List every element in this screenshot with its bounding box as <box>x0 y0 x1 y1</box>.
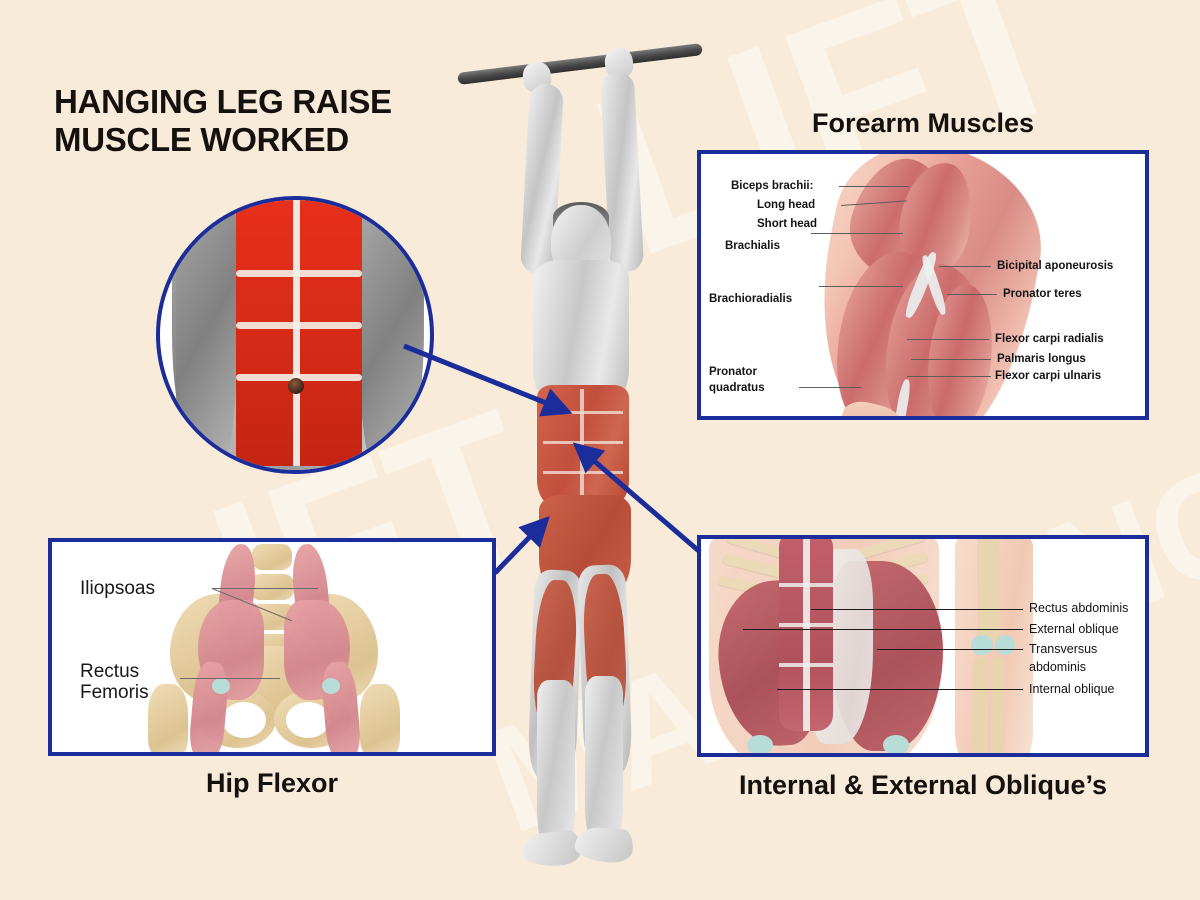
leader-line <box>907 339 989 340</box>
left-shin <box>537 680 575 850</box>
title-line-1: HANGING LEG RAISE <box>54 83 392 120</box>
hip-joint <box>322 678 340 694</box>
elbow-joint <box>971 635 993 655</box>
hip-illustration <box>52 542 492 752</box>
leader-line <box>811 609 1023 611</box>
oblique-panel-caption: Internal & External Oblique’s <box>738 770 1108 800</box>
forearm-panel-caption: Forearm Muscles <box>811 108 1035 138</box>
label-femoris: Femoris <box>80 682 149 703</box>
leader-line <box>799 387 861 388</box>
label-bicipital-aponeurosis: Bicipital aponeurosis <box>997 260 1114 272</box>
label-internal-oblique: Internal oblique <box>1029 682 1115 696</box>
oblique-panel: Rectus abdominis External oblique Transv… <box>697 535 1149 757</box>
right-foot <box>573 826 635 864</box>
leader-line <box>811 233 903 234</box>
title-line-2: MUSCLE WORKED <box>54 120 349 158</box>
label-transversus: Transversus <box>1029 642 1098 656</box>
leader-line <box>819 286 903 287</box>
abs-closeup-circle <box>156 196 434 474</box>
obturator-foramen <box>286 702 330 738</box>
oblique-left-shade <box>172 208 238 458</box>
obturator-foramen <box>222 702 266 738</box>
leader-line <box>939 266 991 267</box>
linea-alba <box>293 200 300 466</box>
label-long-head: Long head <box>757 199 816 211</box>
right-shin <box>585 676 623 846</box>
leader-line <box>777 689 1023 691</box>
label-pronator-teres: Pronator teres <box>1003 288 1082 300</box>
hip-joint <box>212 678 230 694</box>
label-external-oblique: External oblique <box>1029 622 1119 636</box>
label-pronator-quadratus-l1: Pronator <box>709 366 757 378</box>
leader-line <box>947 294 997 295</box>
pull-up-bar <box>457 43 703 85</box>
label-short-head: Short head <box>757 218 818 230</box>
oblique-illustration <box>701 539 1145 753</box>
label-brachioradialis: Brachioradialis <box>709 293 793 305</box>
oblique-right-shade <box>358 208 424 458</box>
label-abdominis: abdominis <box>1029 660 1086 674</box>
left-femur <box>148 684 188 752</box>
pelvis-joint <box>747 735 773 753</box>
leader-line <box>743 629 1023 631</box>
hip-panel-caption: Hip Flexor <box>205 768 339 798</box>
navel <box>288 378 304 394</box>
leader-line <box>839 186 909 187</box>
ulna <box>973 657 988 753</box>
label-iliopsoas: Iliopsoas <box>80 578 155 599</box>
forearm-panel: Biceps brachii: Long head Short head Bra… <box>697 150 1149 420</box>
page-title: HANGING LEG RAISE MUSCLE WORKED <box>54 83 392 158</box>
left-foot <box>521 830 583 868</box>
vertebra <box>252 544 292 570</box>
rectus-abdominis-figure <box>537 385 629 510</box>
pelvis-joint <box>883 735 909 753</box>
label-brachialis: Brachialis <box>725 240 780 252</box>
leader-line <box>180 678 280 680</box>
vertebra <box>250 574 294 600</box>
label-flexor-carpi-ulnaris: Flexor carpi ulnaris <box>995 370 1102 382</box>
label-flexor-carpi-radialis: Flexor carpi radialis <box>995 333 1104 345</box>
leader-line <box>907 376 991 377</box>
label-palmaris-longus: Palmaris longus <box>997 353 1086 365</box>
leader-line <box>877 649 1023 651</box>
elbow-joint <box>995 635 1015 655</box>
linea-alba <box>803 539 810 731</box>
leader-line <box>212 588 318 590</box>
hip-flexor-panel: Iliopsoas Rectus Femoris <box>48 538 496 756</box>
label-rectus: Rectus <box>80 661 140 682</box>
radius <box>991 657 1005 753</box>
humerus <box>977 539 999 643</box>
right-femur <box>360 684 400 752</box>
leader-line <box>911 359 991 360</box>
label-biceps-brachii: Biceps brachii: <box>731 180 814 192</box>
label-rectus-abdominis: Rectus abdominis <box>1029 601 1129 615</box>
linea-alba-figure <box>580 389 584 505</box>
torso <box>533 260 629 400</box>
label-pronator-quadratus-l2: quadratus <box>709 382 765 394</box>
